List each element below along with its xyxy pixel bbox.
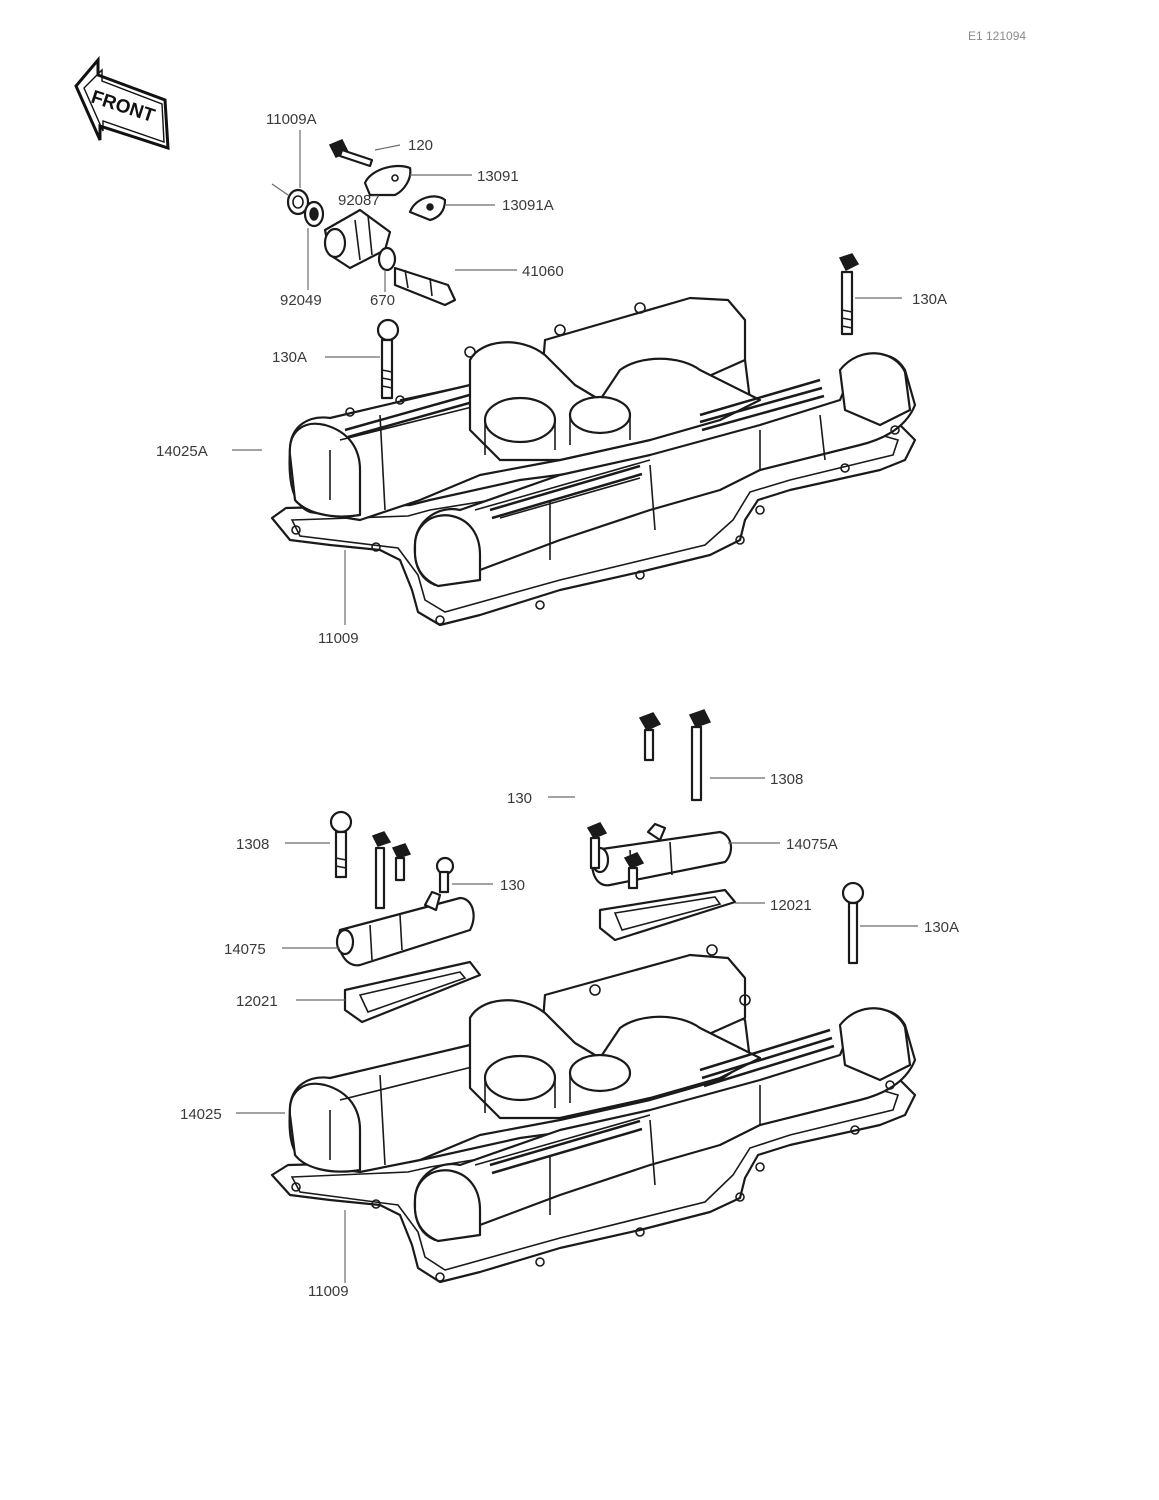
callout-13091: 13091 xyxy=(477,168,519,185)
lower-leader-lines xyxy=(236,777,918,1283)
callout-12021-lower-left: 12021 xyxy=(236,993,278,1010)
callout-1308-lower-right: 1308 xyxy=(770,771,803,788)
callout-14075: 14075 xyxy=(224,941,266,958)
document-id: E1 121094 xyxy=(968,29,1026,43)
breather-cover-14075 xyxy=(335,890,475,967)
callout-13091A: 13091A xyxy=(502,197,554,214)
callout-670: 670 xyxy=(370,292,395,309)
callout-11009-upper: 11009 xyxy=(318,630,359,647)
breather-gasket-12021-left xyxy=(343,960,482,1024)
callout-92049: 92049 xyxy=(280,292,322,309)
callout-14075A: 14075A xyxy=(786,836,838,853)
lower-cylinder-head-cover-assembly: 130 1308 14075A 12021 130A 1308 130 1407… xyxy=(180,709,959,1300)
upper-bolt-bosses xyxy=(291,302,900,625)
upper-bolt-130a-left xyxy=(376,318,400,400)
callout-1308-lower-left: 1308 xyxy=(236,836,269,853)
callout-130-lower-left: 130 xyxy=(500,877,525,894)
callout-120: 120 xyxy=(408,137,433,154)
callout-14025: 14025 xyxy=(180,1106,222,1123)
lower-bolts xyxy=(329,709,865,965)
callout-14025A: 14025A xyxy=(156,443,208,460)
breather-gasket-12021-right xyxy=(598,888,737,942)
upper-leader-lines xyxy=(232,130,902,625)
tachometer-drive-parts xyxy=(286,139,457,307)
lower-right-cover-fins xyxy=(489,1028,835,1175)
callout-11009-lower: 11009 xyxy=(308,1283,349,1300)
callout-130-lower-top: 130 xyxy=(507,790,532,807)
callout-92087: 92087 xyxy=(338,192,380,209)
lower-bolt-bosses xyxy=(291,944,895,1282)
callout-130A-upper-left: 130A xyxy=(272,349,307,366)
upper-right-cover-fins xyxy=(489,378,825,520)
callout-130A-lower: 130A xyxy=(924,919,959,936)
breather-cover-14075A xyxy=(590,822,733,887)
upper-cylinder-head-cover-assembly: 11009A 120 13091 92087 13091A 41060 9204… xyxy=(156,111,947,647)
callout-12021-lower-right: 12021 xyxy=(770,897,812,914)
callout-130A-upper-right: 130A xyxy=(912,291,947,308)
callout-11009A: 11009A xyxy=(266,111,317,128)
upper-bolt-130a-right xyxy=(838,253,860,336)
callout-41060: 41060 xyxy=(522,263,564,280)
front-direction-arrow: FRONT xyxy=(74,55,170,151)
